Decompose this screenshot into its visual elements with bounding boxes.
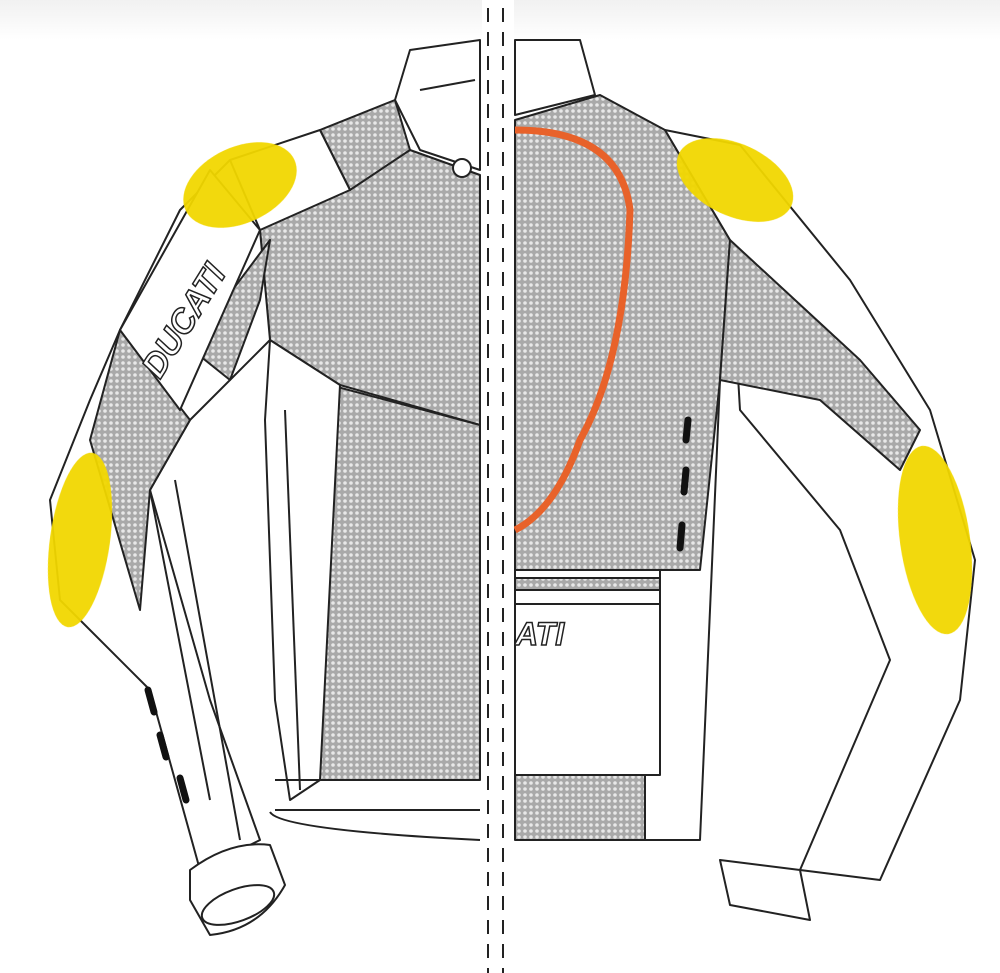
right-elbow-armor-icon bbox=[897, 445, 973, 635]
front-lower-mesh bbox=[319, 384, 481, 781]
back-lower-mesh bbox=[514, 774, 646, 841]
collar-front bbox=[394, 39, 481, 171]
vent-dashes-icon bbox=[144, 416, 692, 804]
left-elbow-armor-icon bbox=[47, 452, 113, 628]
back-half bbox=[514, 39, 976, 921]
right-cuff bbox=[719, 859, 811, 921]
left-shoulder-armor-icon bbox=[183, 142, 297, 228]
collar-back bbox=[514, 39, 596, 116]
back-logo: ATI bbox=[514, 616, 565, 652]
back-protector-icon bbox=[513, 126, 634, 534]
center-divider bbox=[487, 8, 504, 973]
right-shoulder-armor-icon bbox=[676, 138, 794, 222]
armor-pads bbox=[47, 138, 973, 635]
